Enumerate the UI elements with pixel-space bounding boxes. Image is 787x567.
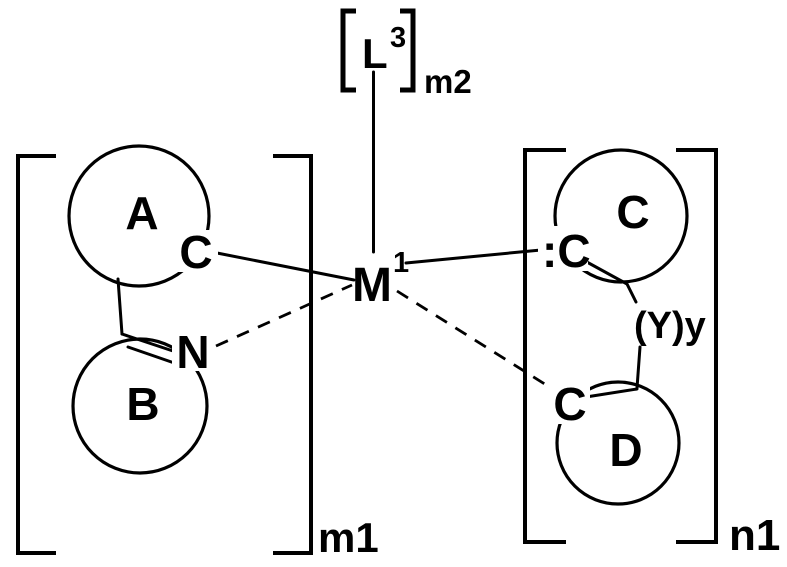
nitrogen-label: N (176, 326, 209, 378)
mask-nitrogen (172, 335, 215, 371)
bond-m1-carbene-solid (404, 248, 543, 265)
top-ligand-close-bracket (400, 8, 416, 93)
ring-b-label: B (126, 378, 159, 430)
ring-a-label: A (125, 187, 158, 239)
bond-nitrogen-m1-dashed (215, 283, 353, 348)
linker-label: (Y)y (634, 305, 706, 347)
bond-m1-carbon-dashed (396, 289, 552, 390)
ring-c-label: C (616, 186, 649, 238)
left-carbon-label: C (179, 226, 212, 278)
bond-carbon-m1-solid (215, 251, 356, 282)
bond-c-n-double-line1 (120, 332, 181, 355)
top-ligand-open-bracket (340, 8, 356, 93)
bond-vertex-carbon (584, 387, 639, 399)
mask-right-carbon (551, 384, 590, 424)
ring-a-circle (67, 144, 211, 288)
bond-linker-vertex (635, 345, 642, 390)
right-unit-close-bracket (676, 148, 718, 544)
left-unit-multiplier-m1: m1 (318, 514, 379, 561)
ring-d-label: D (609, 424, 642, 476)
ring-d-circle (555, 380, 681, 506)
mask-left-carbon (176, 230, 218, 272)
bond-ringa-vertex (116, 277, 124, 336)
left-unit-close-bracket (273, 154, 313, 555)
metal-superscript: 1 (393, 247, 409, 279)
ligand-subscript-m2: m2 (424, 63, 472, 100)
right-unit-multiplier-n1: n1 (729, 511, 780, 560)
ligand-superscript: 3 (390, 22, 406, 54)
metal-symbol: M (352, 259, 392, 312)
mask-carbene (538, 226, 588, 271)
carbene-label: :C (542, 225, 591, 277)
right-unit-open-bracket (523, 148, 566, 544)
ligand-symbol: L (362, 30, 388, 77)
left-unit-open-bracket (16, 154, 56, 555)
bond-carbene-linker (583, 259, 638, 304)
right-carbon-label: C (553, 378, 586, 430)
